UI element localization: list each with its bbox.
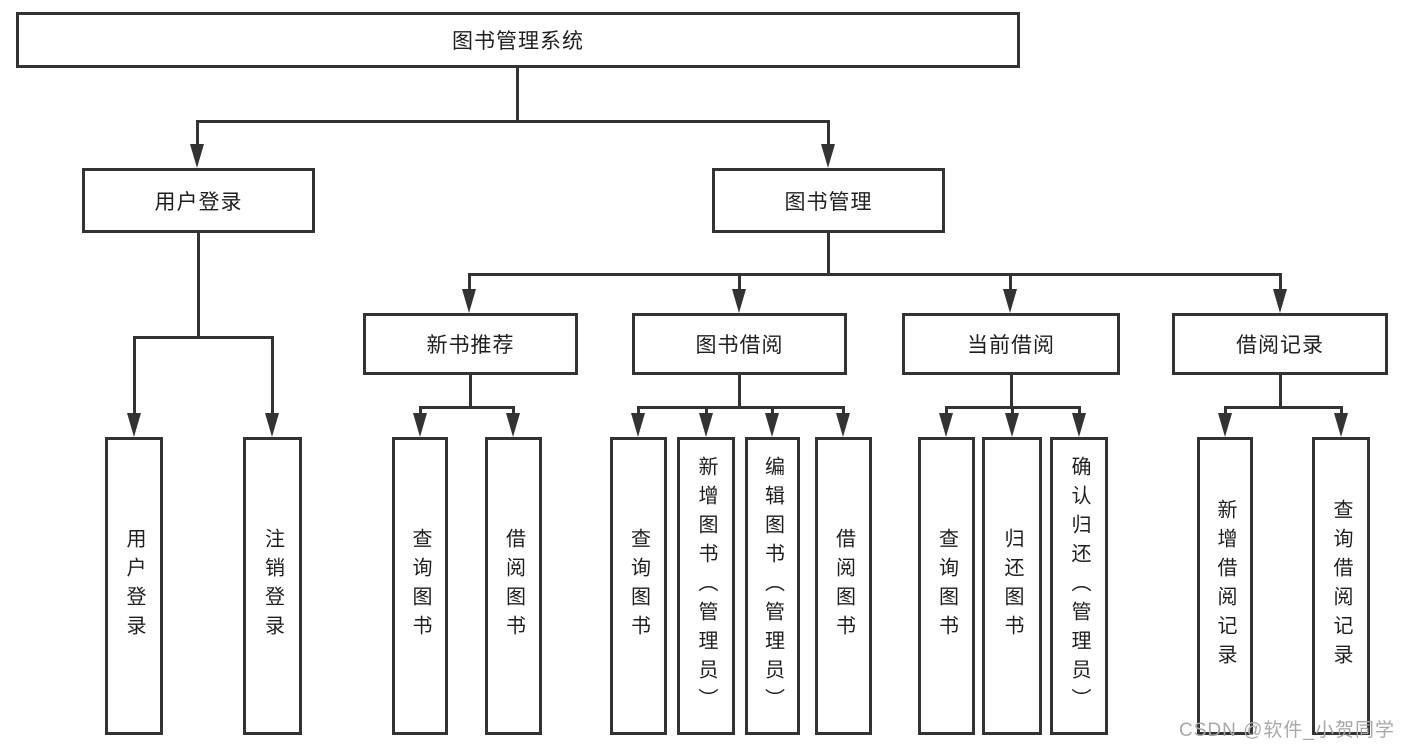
edge-book-mgmt-stem	[827, 233, 830, 273]
edge-drop-br-query	[1340, 406, 1343, 415]
edge-bb-rail	[637, 406, 844, 409]
edge-rec-rail	[419, 406, 515, 409]
arrow-user-login	[190, 144, 204, 168]
leaf-cb-return-books-label: 归还图书	[1001, 528, 1023, 644]
arrow-cb-query	[939, 413, 953, 437]
leaf-br-query-record: 查询借阅记录	[1312, 437, 1370, 735]
node-book-mgmt: 图书管理	[712, 168, 945, 233]
arrow-br-query	[1334, 413, 1348, 437]
leaf-user-login-label: 用户登录	[123, 528, 145, 644]
arrow-book-borrow	[732, 289, 746, 313]
edge-drop-current-borrow	[1009, 273, 1012, 291]
leaf-rec-query-books: 查询图书	[392, 437, 448, 735]
arrow-leaf-logout	[265, 413, 279, 437]
edge-br-stem	[1279, 375, 1282, 406]
leaf-logout: 注销登录	[243, 437, 302, 735]
arrow-book-mgmt	[821, 144, 835, 168]
arrow-rec-borrow	[506, 413, 520, 437]
leaf-rec-borrow-books: 借阅图书	[485, 437, 542, 735]
edge-drop-new-book-rec	[468, 273, 471, 291]
edge-drop-leaf-user-login	[133, 336, 136, 415]
edge-rec-stem	[469, 375, 472, 406]
edge-drop-book-mgmt	[827, 120, 830, 146]
leaf-br-add-record: 新增借阅记录	[1197, 437, 1253, 735]
edge-drop-cb-return	[1011, 406, 1014, 415]
leaf-bb-query-books-label: 查询图书	[627, 528, 650, 644]
arrow-rec-query	[413, 413, 427, 437]
node-current-borrow: 当前借阅	[902, 313, 1120, 375]
leaf-cb-query-books-label: 查询图书	[935, 528, 958, 644]
arrow-bb-edit	[765, 413, 779, 437]
node-user-login: 用户登录	[82, 168, 315, 233]
arrow-current-borrow	[1003, 289, 1017, 313]
csdn-watermark: CSDN @软件_小贺同学	[1179, 720, 1395, 741]
edge-user-login-stem	[197, 233, 200, 336]
leaf-br-add-record-label: 新增借阅记录	[1214, 499, 1236, 673]
node-root: 图书管理系统	[16, 12, 1020, 68]
leaf-bb-borrow-books: 借阅图书	[815, 437, 872, 735]
arrow-bb-add	[699, 413, 713, 437]
leaf-bb-query-books: 查询图书	[610, 437, 667, 735]
edge-drop-leaf-logout	[271, 336, 274, 415]
arrow-br-add	[1218, 413, 1232, 437]
edge-drop-cb-query	[945, 406, 948, 415]
leaf-cb-return-books: 归还图书	[982, 437, 1042, 735]
edge-user-login-rail	[133, 336, 274, 339]
arrow-cb-return	[1005, 413, 1019, 437]
edge-drop-cb-confirm	[1078, 406, 1081, 415]
edge-drop-bb-edit	[771, 406, 774, 415]
edge-cb-stem	[1010, 375, 1013, 406]
arrow-cb-confirm	[1072, 413, 1086, 437]
leaf-user-login: 用户登录	[105, 437, 163, 735]
node-book-borrow: 图书借阅	[632, 313, 847, 375]
arrow-bb-borrow	[836, 413, 850, 437]
edge-drop-rec-borrow	[512, 406, 515, 415]
leaf-bb-add-books-admin: 新增图书（管理员）	[677, 437, 735, 735]
edge-drop-br-add	[1224, 406, 1227, 415]
leaf-bb-edit-books-admin-label: 编辑图书（管理员）	[761, 455, 784, 717]
node-borrow-records: 借阅记录	[1172, 313, 1388, 375]
edge-br-rail	[1224, 406, 1342, 409]
arrow-new-book-rec	[462, 289, 476, 313]
leaf-logout-label: 注销登录	[261, 528, 284, 644]
edge-drop-bb-query	[637, 406, 640, 415]
arrow-bb-query	[631, 413, 645, 437]
edge-root-rail	[196, 120, 830, 123]
leaf-rec-query-books-label: 查询图书	[409, 528, 431, 644]
leaf-cb-query-books: 查询图书	[918, 437, 975, 735]
leaf-bb-add-books-admin-label: 新增图书（管理员）	[695, 455, 717, 717]
arrow-leaf-user-login	[127, 413, 141, 437]
leaf-bb-borrow-books-label: 借阅图书	[832, 528, 855, 644]
edge-book-mgmt-rail	[468, 273, 1282, 276]
edge-drop-user-login	[196, 120, 199, 146]
edge-drop-borrow-records	[1279, 273, 1282, 291]
leaf-cb-confirm-return-admin: 确认归还（管理员）	[1050, 437, 1108, 735]
node-new-book-rec: 新书推荐	[363, 313, 578, 375]
arrow-borrow-records	[1273, 289, 1287, 313]
edge-drop-bb-borrow	[842, 406, 845, 415]
leaf-br-query-record-label: 查询借阅记录	[1330, 499, 1352, 673]
edge-drop-bb-add	[705, 406, 708, 415]
leaf-rec-borrow-books-label: 借阅图书	[502, 528, 525, 644]
edge-drop-book-borrow	[738, 273, 741, 291]
leaf-cb-confirm-return-admin-label: 确认归还（管理员）	[1068, 455, 1090, 717]
leaf-bb-edit-books-admin: 编辑图书（管理员）	[745, 437, 800, 735]
edge-drop-rec-query	[419, 406, 422, 415]
edge-root-stem	[516, 68, 519, 120]
edge-bb-stem	[738, 375, 741, 406]
